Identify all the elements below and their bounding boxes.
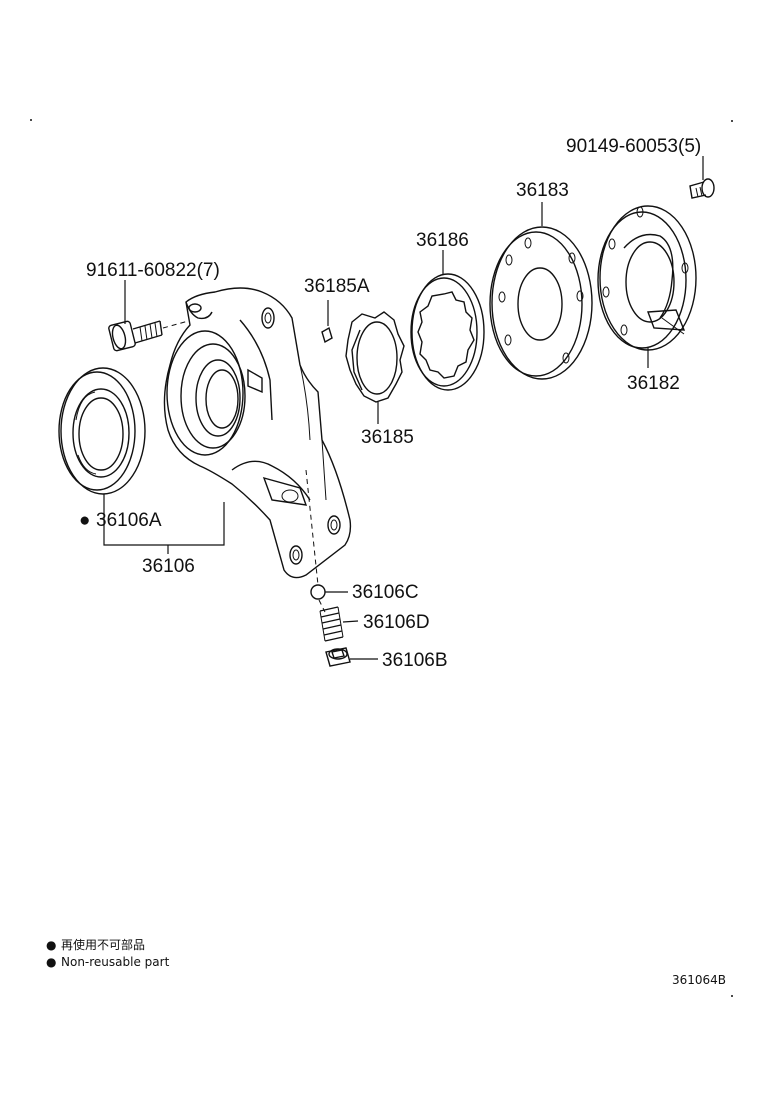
label-plate-36182: 36182 bbox=[627, 373, 680, 394]
label-ball-36106C: 36106C bbox=[352, 582, 419, 603]
pump-plate-drawing bbox=[489, 226, 593, 380]
oil-pump-body-drawing bbox=[163, 287, 352, 579]
label-rotor-36186: 36186 bbox=[416, 230, 469, 251]
diagram-code: 361064B bbox=[672, 973, 726, 987]
oil-seal-drawing bbox=[58, 367, 146, 495]
driven-rotor-drawing bbox=[410, 273, 485, 391]
relief-spring-drawing bbox=[319, 606, 344, 642]
relief-ball-drawing bbox=[310, 584, 326, 600]
legend-text-jp: 再使用不可部品 bbox=[61, 937, 145, 952]
screw-drawing bbox=[689, 178, 715, 199]
label-screw-90149-60053: 90149-60053(5) bbox=[566, 136, 701, 157]
label-rotor-36185: 36185 bbox=[361, 427, 414, 448]
label-body-36106: 36106 bbox=[142, 556, 195, 577]
legend: ● 再使用不可部品 ● Non-reusable part bbox=[46, 937, 170, 969]
label-plug-36106B: 36106B bbox=[382, 650, 448, 671]
label-plate-36183: 36183 bbox=[516, 180, 569, 201]
non-reusable-marker-icon: ● bbox=[79, 510, 90, 531]
pump-bolt-drawing bbox=[108, 319, 193, 352]
relief-plug-drawing bbox=[325, 647, 351, 667]
key-36185A-drawing bbox=[321, 300, 333, 344]
legend-bullet-icon: ● bbox=[46, 938, 56, 952]
drive-rotor-drawing bbox=[345, 311, 405, 403]
label-key-36185A: 36185A bbox=[304, 276, 370, 297]
label-seal-36106A: 36106A bbox=[96, 510, 162, 531]
legend-bullet-icon: ● bbox=[46, 955, 56, 969]
label-spring-36106D: 36106D bbox=[363, 612, 430, 633]
legend-text-en: Non-reusable part bbox=[61, 955, 170, 969]
label-bolt-91611-60822: 91611-60822(7) bbox=[86, 260, 220, 281]
cover-plate-drawing bbox=[597, 205, 697, 351]
leader-lines bbox=[103, 156, 704, 660]
